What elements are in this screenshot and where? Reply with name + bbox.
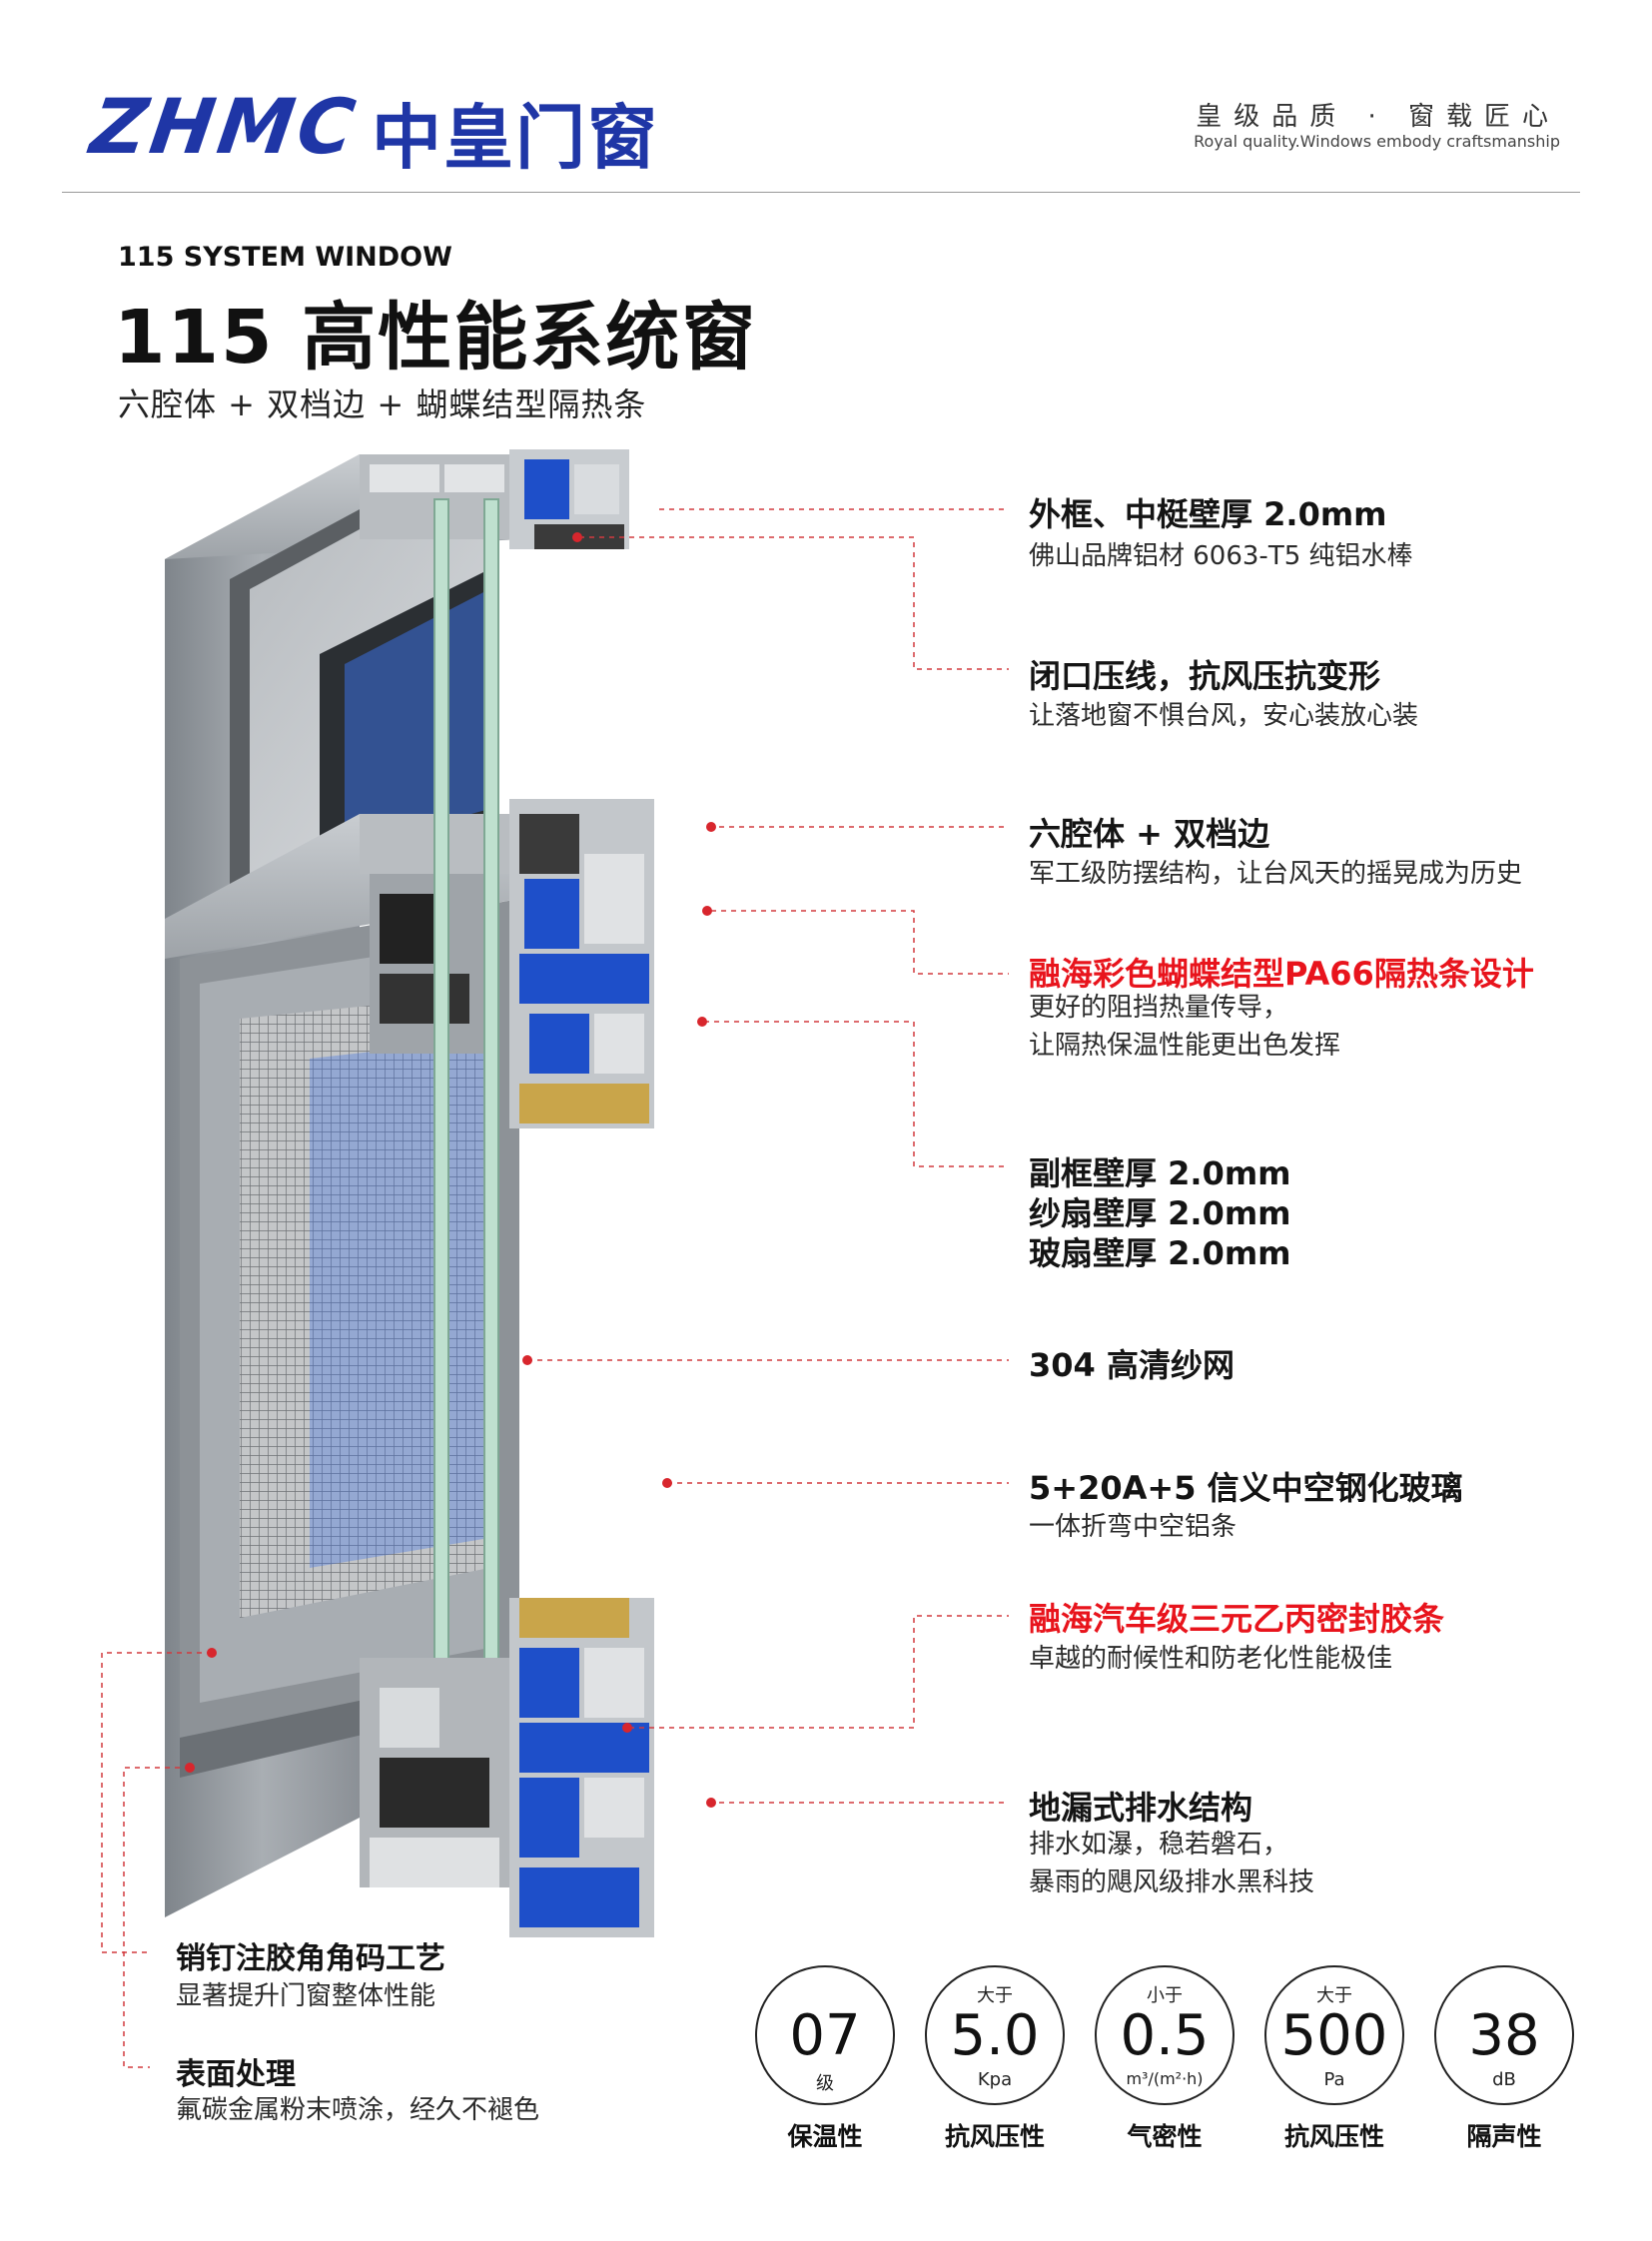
annotation-frame-thickness-title: 外框、中梃壁厚 2.0mm — [1029, 495, 1387, 533]
annotation-drainage-title: 地漏式排水结构 — [1029, 1789, 1253, 1827]
annotation-closed-bead-desc: 让落地窗不惧台风，安心装放心装 — [1029, 701, 1419, 731]
stat-label: 保温性 — [787, 2122, 863, 2151]
stat-label: 隔声性 — [1466, 2122, 1542, 2151]
annotation-seal-title: 融海汽车级三元乙丙密封胶条 — [1029, 1600, 1445, 1638]
annotation-glass-title: 5+20A+5 信义中空钢化玻璃 — [1029, 1469, 1463, 1507]
annotation-drainage-desc-1: 排水如瀑，稳若磐石， — [1029, 1830, 1289, 1860]
annotation-thermal-break-desc-1: 更好的阻挡热量传导， — [1029, 993, 1289, 1023]
annotation-corner-joint-desc: 显著提升门窗整体性能 — [176, 1981, 436, 2011]
annotation-surface-desc: 氟碳金属粉末喷涂，经久不褪色 — [176, 2095, 540, 2125]
window-cross-section-illustration — [165, 449, 654, 1937]
stat-unit: Pa — [1323, 2069, 1345, 2090]
annotation-mesh-title: 304 高清纱网 — [1029, 1346, 1235, 1384]
stat-value: 5.0 — [950, 2003, 1040, 2068]
header-divider — [62, 192, 1580, 193]
stat-label: 气密性 — [1127, 2122, 1203, 2151]
stat-badge-wind-pressure-kpa: 大于 5.0 Kpa — [925, 1965, 1065, 2105]
annotation-thermal-break-title: 融海彩色蝴蝶结型PA66隔热条设计 — [1029, 955, 1534, 993]
stat-value: 500 — [1280, 2003, 1388, 2068]
annotation-drainage-desc-2: 暴雨的飓风级排水黑科技 — [1029, 1868, 1315, 1897]
annotation-surface-title: 表面处理 — [176, 2057, 296, 2092]
stat-unit: 级 — [816, 2073, 834, 2094]
page-subtitle: 六腔体 + 双档边 + 蝴蝶结型隔热条 — [118, 385, 647, 423]
slogan-en: Royal quality.Windows embody craftsmansh… — [1194, 132, 1560, 151]
annotation-glass-desc: 一体折弯中空铝条 — [1029, 1512, 1238, 1542]
stat-unit: m³/(m²·h) — [1126, 2069, 1204, 2088]
annotation-subframe-title: 副框壁厚 2.0mm — [1029, 1154, 1291, 1192]
brand-logo-cn: 中皇门窗 — [372, 97, 659, 179]
annotation-frame-thickness-desc: 佛山品牌铝材 6063-T5 纯铝水棒 — [1029, 541, 1413, 571]
stat-badge-insulation: 07 级 — [755, 1965, 895, 2105]
stat-prefix: 大于 — [1316, 1985, 1352, 2006]
stat-value: 0.5 — [1120, 2003, 1210, 2068]
stat-label: 抗风压性 — [1283, 2122, 1384, 2151]
annotation-six-chamber-desc: 军工级防摆结构，让台风天的摇晃成为历史 — [1029, 859, 1523, 889]
annotation-corner-joint-title: 销钉注胶角角码工艺 — [176, 1941, 445, 1976]
stat-value: 38 — [1468, 2003, 1540, 2068]
page-title: 115 高性能系统窗 — [114, 295, 758, 380]
stat-prefix: 小于 — [1147, 1985, 1183, 2006]
eyebrow-title: 115 SYSTEM WINDOW — [118, 242, 452, 273]
slogan-cn: 皇级品质 · 窗载匠心 — [1196, 102, 1560, 132]
stat-value: 07 — [789, 2003, 861, 2068]
stat-prefix: 大于 — [977, 1985, 1013, 2006]
stat-unit: Kpa — [977, 2069, 1013, 2090]
stat-badge-sound-insulation: 38 dB — [1434, 1965, 1574, 2105]
stat-unit: dB — [1492, 2069, 1516, 2090]
brand-logo-latin: ZHMC — [85, 82, 365, 171]
annotation-screen-sash-title: 纱扇壁厚 2.0mm — [1029, 1194, 1291, 1232]
stat-label: 抗风压性 — [944, 2122, 1045, 2151]
annotation-closed-bead-title: 闭口压线，抗风压抗变形 — [1029, 657, 1381, 695]
annotation-glass-sash-title: 玻扇壁厚 2.0mm — [1029, 1234, 1291, 1272]
stat-badge-wind-pressure-pa: 大于 500 Pa — [1264, 1965, 1404, 2105]
annotation-seal-desc: 卓越的耐候性和防老化性能极佳 — [1029, 1644, 1393, 1674]
stat-badge-airtightness: 小于 0.5 m³/(m²·h) — [1095, 1965, 1235, 2105]
annotation-six-chamber-title: 六腔体 + 双档边 — [1029, 815, 1270, 853]
annotation-thermal-break-desc-2: 让隔热保温性能更出色发挥 — [1029, 1031, 1341, 1061]
